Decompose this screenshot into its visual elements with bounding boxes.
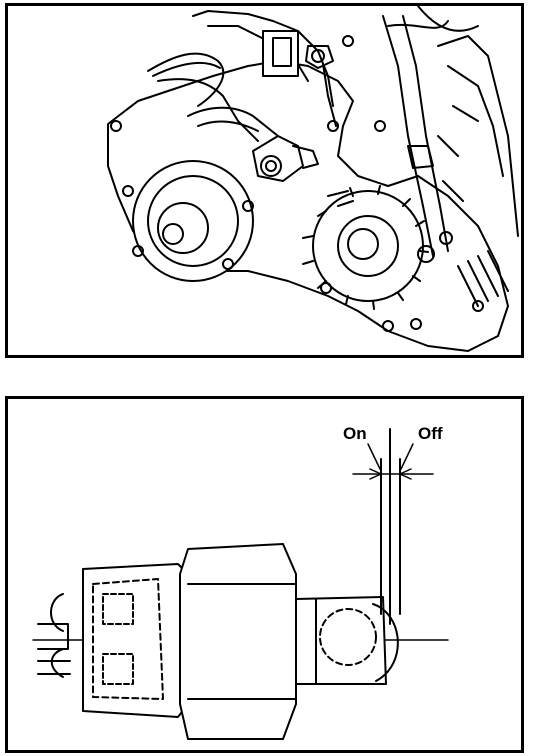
on-label: On — [343, 424, 367, 443]
transmission-housing-illustration — [107, 6, 519, 352]
off-label: Off — [418, 424, 443, 443]
figure-bottom-panel: On Off — [5, 396, 524, 753]
figure-top-panel — [5, 3, 524, 358]
switch-plunger-clearance-illustration: On Off — [32, 424, 449, 740]
